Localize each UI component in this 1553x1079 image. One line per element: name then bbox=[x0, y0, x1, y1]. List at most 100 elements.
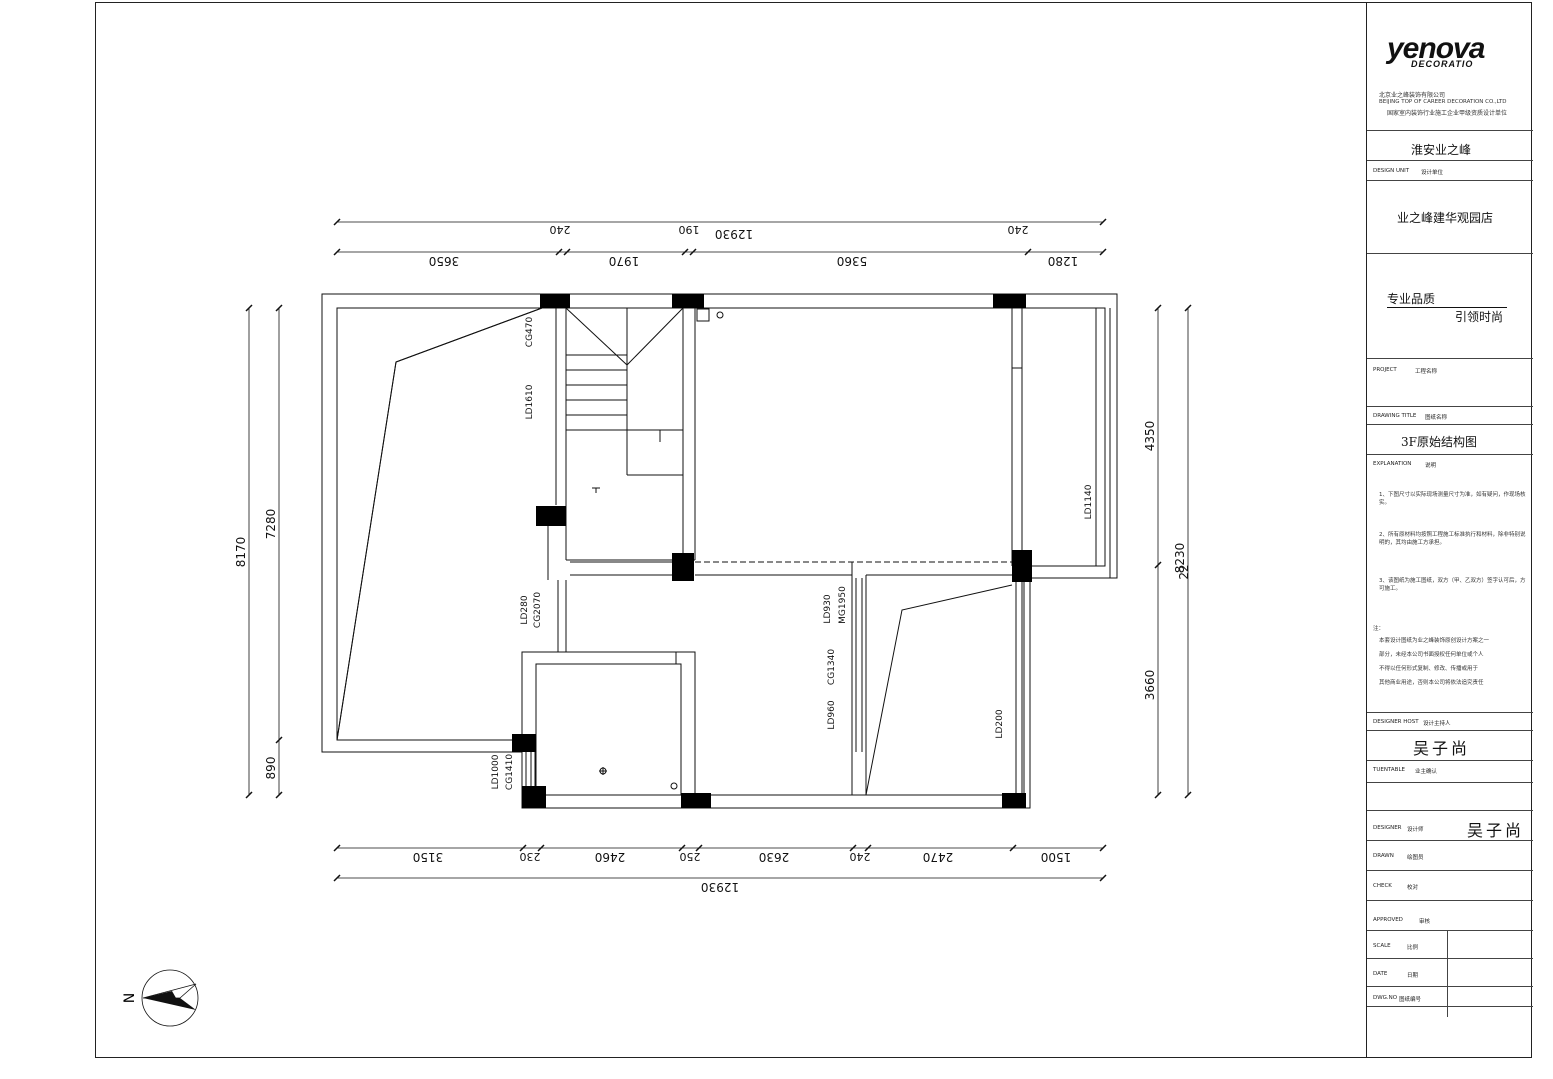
approved-label: APPROVED bbox=[1373, 917, 1403, 923]
scale-label: SCALE bbox=[1373, 943, 1391, 949]
dim-top: 3650 bbox=[429, 254, 460, 268]
dim-top: 1280 bbox=[1048, 254, 1079, 268]
notice-line: 本套设计图纸为业之峰装饰原创设计方案之一 bbox=[1379, 638, 1490, 644]
date-row: DATE 日期 bbox=[1367, 958, 1533, 986]
notice-line: 部分，未经本公司书面授权任何单位或个人 bbox=[1379, 652, 1484, 658]
drawn-row: DRAWN 绘图员 bbox=[1367, 840, 1533, 870]
dim-bottom-total: 12930 bbox=[701, 880, 739, 894]
project-row: PROJECT 工程名称 bbox=[1367, 358, 1533, 406]
designer-host-cn: 设计主持人 bbox=[1423, 721, 1451, 727]
dwg-row: DWG.NO 图纸编号 bbox=[1367, 986, 1533, 1006]
drawn-cn: 绘图员 bbox=[1407, 855, 1424, 861]
column bbox=[672, 553, 694, 581]
column bbox=[512, 734, 536, 752]
design-unit-row: DESIGN UNIT 设计单位 bbox=[1367, 160, 1533, 180]
notice-title: 注： bbox=[1373, 626, 1385, 632]
dim-bottom: 240 bbox=[850, 850, 871, 863]
date-cn: 日期 bbox=[1407, 973, 1419, 979]
bottom-row bbox=[1367, 1006, 1533, 1007]
inner-wall bbox=[336, 307, 1106, 796]
drawn-label: DRAWN bbox=[1373, 853, 1394, 859]
company-name-en: BEIJING TOP OF CAREER DECORATION CO.,LTD bbox=[1379, 99, 1507, 105]
label-ld1610: LD1610 bbox=[525, 384, 535, 419]
store-row: 业之峰建华观园店 bbox=[1367, 180, 1533, 253]
label-ld930: LD930 bbox=[823, 594, 833, 623]
outer-wall bbox=[321, 293, 1118, 809]
store-name: 业之峰建华观园店 bbox=[1397, 211, 1494, 225]
slogan-2: 引领时尚 bbox=[1455, 310, 1504, 324]
designer-signature: 吴子尚 bbox=[1467, 821, 1525, 840]
notice-line: 不得以任何形式复制、修改、传播或用于 bbox=[1379, 666, 1479, 672]
dwg-cn: 图纸编号 bbox=[1399, 997, 1422, 1003]
company-logo-sub: DECORATIO bbox=[1411, 59, 1474, 69]
label-mg1950: MG1950 bbox=[838, 586, 848, 624]
dim-top-small: 240 bbox=[550, 223, 571, 236]
scale-cn: 比例 bbox=[1407, 945, 1419, 951]
columns bbox=[512, 294, 1032, 808]
drawing-sheet-border bbox=[95, 2, 1532, 1058]
dim-left: 8170 bbox=[234, 537, 248, 568]
north-label: N bbox=[122, 993, 138, 1003]
explanation-cn: 说明 bbox=[1425, 463, 1437, 469]
tuentable-cn: 业主确认 bbox=[1415, 769, 1438, 775]
dim-top-small: 240 bbox=[1008, 223, 1029, 236]
label-ld200: LD200 bbox=[995, 709, 1005, 738]
column bbox=[681, 793, 711, 808]
tuentable-label: TUENTABLE bbox=[1373, 767, 1405, 773]
designer-host-label: DESIGNER HOST bbox=[1373, 719, 1419, 725]
column bbox=[536, 506, 566, 526]
explanation-row: EXPLANATION 说明 1、下图尺寸以实际现场测量尺寸为准，如有疑问，作现… bbox=[1367, 454, 1533, 712]
explanation-label: EXPLANATION bbox=[1373, 461, 1412, 467]
column bbox=[522, 786, 546, 808]
dim-left: 890 bbox=[264, 757, 278, 780]
column bbox=[1002, 793, 1026, 808]
label-ld1000: LD1000 bbox=[491, 754, 501, 789]
column bbox=[540, 294, 570, 308]
project-cn: 工程名称 bbox=[1415, 369, 1438, 375]
project-label: PROJECT bbox=[1373, 367, 1397, 373]
dim-bottom: 2630 bbox=[759, 850, 790, 864]
design-unit-cn: 设计单位 bbox=[1421, 170, 1444, 176]
approved-cn: 审核 bbox=[1419, 919, 1431, 925]
dim-right: 8230 bbox=[1173, 543, 1187, 574]
company-name-cn: 北京业之峰装饰有限公司 bbox=[1379, 92, 1446, 99]
dim-top: 1970 bbox=[609, 254, 640, 268]
dim-right: 3660 bbox=[1143, 670, 1157, 701]
column bbox=[1012, 550, 1032, 582]
date-label: DATE bbox=[1373, 971, 1388, 977]
notice-line: 其他商业用途，否则本公司将依法追究责任 bbox=[1379, 680, 1484, 686]
approved-row: APPROVED 审核 bbox=[1367, 900, 1533, 930]
label-ld280: LD280 bbox=[520, 595, 530, 624]
label-ld960: LD960 bbox=[827, 700, 837, 729]
dim-bottom: 2460 bbox=[595, 850, 626, 864]
dim-bottom: 1500 bbox=[1041, 850, 1072, 864]
note-3: 3、该图纸为施工图纸，双方（甲、乙双方）签字认可后，方可施工。 bbox=[1379, 578, 1526, 592]
tuentable-row: TUENTABLE 业主确认 bbox=[1367, 760, 1533, 782]
company-logo: yenova bbox=[1387, 32, 1485, 65]
floor-plan: 12930 240 190 240 3650 1970 5360 1280 31… bbox=[122, 218, 1192, 1027]
designer-row: DESIGNER 设计师 吴子尚 bbox=[1367, 810, 1533, 840]
note-1: 1、下图尺寸以实际现场测量尺寸为准，如有疑问，作现场核实。 bbox=[1379, 492, 1526, 506]
branch-name: 淮安业之峰 bbox=[1411, 143, 1472, 157]
blank-row bbox=[1367, 782, 1533, 810]
company-cert: 国家室内装饰行业施工企业甲级资质设计单位 bbox=[1387, 110, 1508, 117]
drawing-title-row: DRAWING TITLE 图纸名称 bbox=[1367, 406, 1533, 424]
drawing-title-cn: 图纸名称 bbox=[1425, 415, 1448, 421]
dim-left: 7280 bbox=[264, 509, 278, 540]
dim-top: 5360 bbox=[837, 254, 868, 268]
dim-bottom: 250 bbox=[680, 850, 701, 863]
dim-bottom: 230 bbox=[520, 850, 541, 863]
note-2: 2、所有原材料均按照工程施工标准执行和材料，除非特别说明的，其均由施工方承担。 bbox=[1379, 532, 1526, 546]
label-cg470: CG470 bbox=[525, 317, 535, 348]
designer-label: DESIGNER bbox=[1373, 825, 1402, 831]
design-unit-label: DESIGN UNIT bbox=[1373, 168, 1410, 174]
slogan-underline bbox=[1387, 307, 1507, 308]
branch-row: 淮安业之峰 bbox=[1367, 130, 1533, 160]
designer-host-sig-row: 吴子尚 bbox=[1367, 730, 1533, 760]
drawing-title-value-row: 3F原始结构图 bbox=[1367, 424, 1533, 454]
dim-bottom: 3150 bbox=[413, 850, 444, 864]
label-cg1340: CG1340 bbox=[827, 649, 837, 685]
title-block: yenova DECORATIO 北京业之峰装饰有限公司 BEIJING TOP… bbox=[1366, 2, 1533, 1058]
designer-host-row: DESIGNER HOST 设计主持人 bbox=[1367, 712, 1533, 730]
label-cg1410: CG1410 bbox=[505, 754, 515, 790]
